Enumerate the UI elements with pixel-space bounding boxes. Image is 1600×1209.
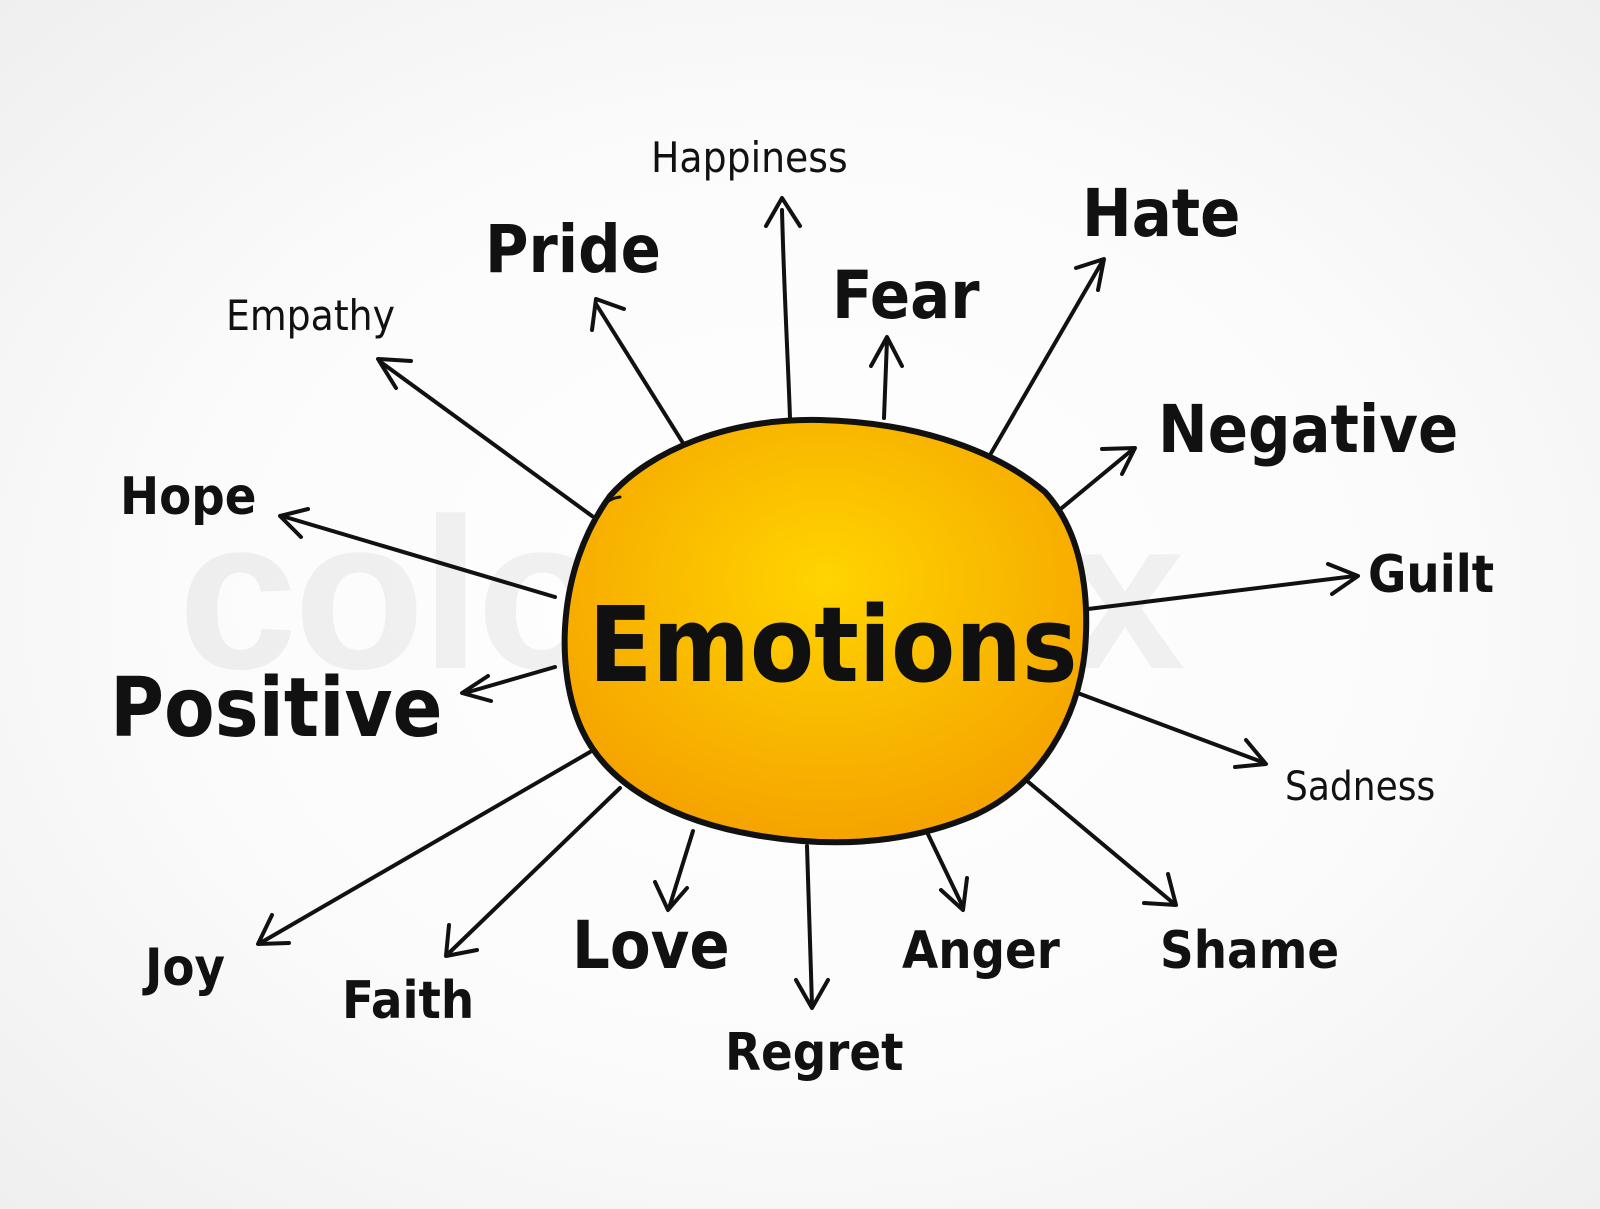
spoke-positive <box>463 665 557 695</box>
spoke-shame <box>1018 773 1174 904</box>
branch-label-positive: Positive <box>110 661 443 756</box>
arrowhead-joy <box>256 913 291 946</box>
spokes-group <box>256 196 1360 1010</box>
branch-label-regret: Regret <box>725 1023 903 1083</box>
spoke-faith <box>448 786 622 954</box>
branch-label-fear: Fear <box>832 257 980 334</box>
arrowhead-fear <box>869 335 904 368</box>
arrowhead-shame <box>1142 872 1178 907</box>
branch-label-pride: Pride <box>485 211 661 288</box>
branch-label-empathy: Empathy <box>226 291 395 340</box>
arrowhead-hate <box>1074 257 1106 292</box>
spoke-hope <box>280 514 557 599</box>
branch-labels: Happiness Pride Fear Hate Empathy Negati… <box>110 133 1494 1083</box>
spoke-anger <box>923 826 964 907</box>
spoke-empathy <box>380 361 594 518</box>
arrowhead-guilt <box>1326 562 1360 596</box>
arrowhead-sadness <box>1233 738 1268 769</box>
branch-label-negative: Negative <box>1158 391 1458 468</box>
arrowhead-positive <box>460 674 493 703</box>
arrowhead-negative <box>1100 446 1137 476</box>
branch-label-happiness: Happiness <box>651 133 848 182</box>
branch-label-joy: Joy <box>142 938 225 998</box>
center-node-label: Emotions <box>588 584 1077 706</box>
spoke-negative <box>1055 448 1134 514</box>
center-node-sketch-stroke <box>596 495 622 514</box>
branch-label-faith: Faith <box>342 971 474 1031</box>
spoke-guilt <box>1086 574 1357 611</box>
arrowhead-regret <box>794 978 830 1010</box>
spoke-regret <box>805 844 814 1007</box>
branch-label-hope: Hope <box>120 467 257 527</box>
spoke-joy <box>260 750 592 944</box>
center-node-shape <box>561 416 1090 846</box>
branch-label-guilt: Guilt <box>1368 545 1494 605</box>
spoke-pride <box>594 302 685 445</box>
branch-label-sadness: Sadness <box>1285 764 1435 810</box>
branch-label-love: Love <box>572 907 730 984</box>
arrowhead-faith <box>444 923 479 958</box>
spoke-fear <box>882 338 889 420</box>
arrowhead-empathy <box>376 357 413 390</box>
arrowhead-hope <box>278 507 310 539</box>
spoke-love <box>668 829 695 907</box>
spoke-happiness <box>780 208 792 420</box>
branch-label-anger: Anger <box>902 921 1060 981</box>
spoke-hate <box>988 260 1104 457</box>
branch-label-hate: Hate <box>1082 175 1240 252</box>
branch-label-shame: Shame <box>1160 921 1339 981</box>
arrowhead-happiness <box>764 196 802 228</box>
arrowhead-pride <box>590 297 626 332</box>
arrowhead-anger <box>939 876 969 912</box>
arrowhead-love <box>653 880 689 912</box>
spoke-sadness <box>1073 690 1264 764</box>
